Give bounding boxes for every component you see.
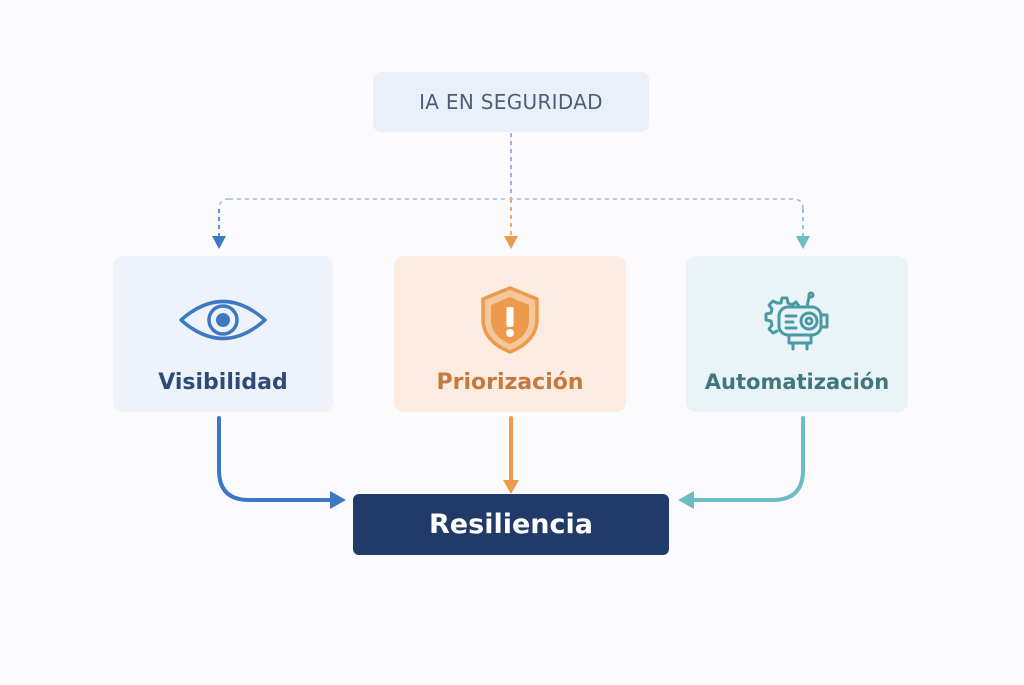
arrowhead-visibilidad: [212, 236, 226, 249]
arrowhead-into-resiliencia-right: [678, 491, 694, 509]
card-automatizacion: Automatización: [686, 256, 908, 412]
card-label-priorizacion: Priorización: [436, 369, 584, 395]
top-node-label: IA EN SEGURIDAD: [419, 90, 603, 114]
dashed-distribution-lines: [218, 133, 804, 236]
arrowhead-priorizacion: [504, 236, 518, 249]
result-label: Resiliencia: [429, 509, 593, 540]
arrow-visibilidad-to-resiliencia: [217, 416, 338, 502]
card-label-visibilidad: Visibilidad: [158, 369, 288, 395]
card-priorizacion: Priorización: [394, 256, 626, 412]
card-visibilidad: Visibilidad: [113, 256, 333, 412]
card-label-automatizacion: Automatización: [704, 370, 890, 394]
eye-icon: [178, 282, 268, 358]
result-node-resiliencia: Resiliencia: [353, 494, 669, 555]
shield-alert-icon: [478, 282, 542, 358]
robot-gear-icon: [757, 282, 837, 358]
arrow-automatizacion-to-resiliencia: [686, 416, 805, 502]
top-node-ia-en-seguridad: IA EN SEGURIDAD: [373, 72, 649, 132]
dashed-line-horizontal: [218, 198, 804, 210]
arrowhead-into-resiliencia-left: [330, 491, 346, 509]
arrowhead-into-resiliencia-top: [503, 480, 519, 494]
arrowhead-automatizacion: [796, 236, 810, 249]
